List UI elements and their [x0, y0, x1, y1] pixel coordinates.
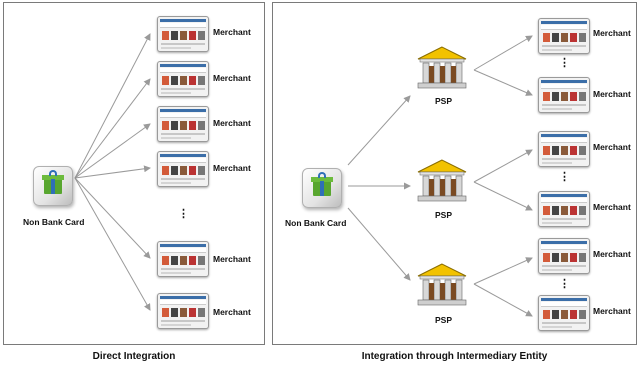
- source-label: Non Bank Card: [285, 218, 347, 228]
- bank-building-icon: [417, 263, 467, 306]
- merchant-label: Merchant: [213, 163, 251, 173]
- arrow-psp3-merchant-2: [473, 283, 533, 317]
- arrow-psp3-merchant-1: [473, 257, 533, 285]
- webpage-thumbnail-icon: [157, 106, 209, 142]
- merchant-label: Merchant: [593, 28, 631, 38]
- webpage-thumbnail-icon: [157, 61, 209, 97]
- arrow-psp2-merchant-2: [473, 181, 533, 211]
- webpage-thumbnail-icon: [538, 191, 590, 227]
- webpage-thumbnail-icon: [538, 77, 590, 113]
- webpage-thumbnail-icon: [157, 241, 209, 277]
- left-panel-caption: Direct Integration: [92, 351, 176, 362]
- arrow-to-merchant-4: [74, 165, 151, 179]
- merchant-label: Merchant: [593, 89, 631, 99]
- merchant-label: Merchant: [213, 27, 251, 37]
- arrow-psp1-merchant-2: [473, 69, 533, 96]
- merchant-label: Merchant: [213, 254, 251, 264]
- merchant-label: Merchant: [593, 142, 631, 152]
- arrow-to-merchant-1: [74, 33, 151, 179]
- arrow-to-merchant-3: [74, 123, 151, 179]
- ellipsis: ⋮: [559, 57, 570, 69]
- webpage-thumbnail-icon: [538, 131, 590, 167]
- arrow-to-merchant-6: [74, 177, 151, 311]
- arrow-psp2-merchant-1: [473, 149, 533, 183]
- webpage-thumbnail-icon: [157, 151, 209, 187]
- right-panel-caption: Integration through Intermediary Entity: [361, 351, 548, 362]
- webpage-thumbnail-icon: [538, 295, 590, 331]
- merchant-label: Merchant: [213, 73, 251, 83]
- arrow-to-merchant-5: [74, 177, 151, 259]
- merchant-label: Merchant: [213, 307, 251, 317]
- psp-label: PSP: [435, 315, 453, 325]
- merchant-label: Merchant: [593, 249, 631, 259]
- arrow-to-merchant-2: [74, 78, 151, 179]
- arrow-to-psp-3: [347, 207, 411, 281]
- merchant-label: Merchant: [593, 202, 631, 212]
- gift-card-icon: [33, 166, 73, 206]
- ellipsis: ⋮: [559, 278, 570, 290]
- bank-building-icon: [417, 46, 467, 89]
- arrow-psp1-merchant-1: [473, 35, 533, 71]
- merchant-label: Merchant: [593, 306, 631, 316]
- ellipsis: ⋮: [178, 208, 189, 220]
- source-label: Non Bank Card: [23, 217, 85, 227]
- webpage-thumbnail-icon: [157, 16, 209, 52]
- bank-building-icon: [417, 159, 467, 202]
- webpage-thumbnail-icon: [538, 18, 590, 54]
- merchant-label: Merchant: [213, 118, 251, 128]
- psp-label: PSP: [435, 96, 453, 106]
- webpage-thumbnail-icon: [538, 238, 590, 274]
- webpage-thumbnail-icon: [157, 293, 209, 329]
- arrow-to-psp-1: [347, 95, 411, 166]
- gift-card-icon: [302, 168, 342, 208]
- psp-label: PSP: [435, 210, 453, 220]
- ellipsis: ⋮: [559, 171, 570, 183]
